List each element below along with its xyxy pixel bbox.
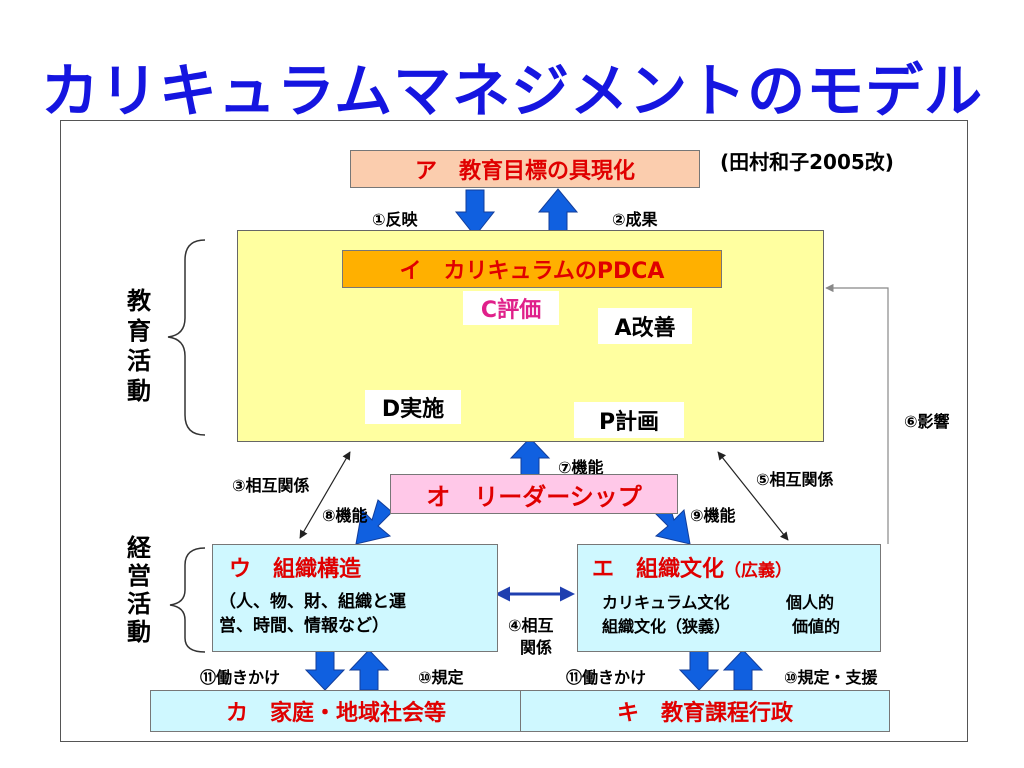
pdca-a: A改善 xyxy=(598,308,692,344)
page-title: カリキュラムマネジメントのモデル xyxy=(40,57,984,125)
box-structure-detail-1: （人、物、財、組織と運 xyxy=(219,592,406,612)
box-culture: エ 組織文化（広義） カリキュラム文化 組織文化（狭義） 個人的 価値的 xyxy=(577,544,881,652)
label-hataraki11a: ⑪働きかけ xyxy=(200,668,281,687)
box-culture-detail-3: 個人的 xyxy=(786,593,835,612)
arrow-6 xyxy=(825,283,889,544)
label-kitei10b: ⑩規定・支援 xyxy=(784,668,878,687)
box-pdca: イ カリキュラムのPDCA xyxy=(342,250,722,288)
arrow-5 xyxy=(717,451,789,541)
box-culture-title: エ 組織文化 xyxy=(592,557,725,582)
box-culture-sub: （広義） xyxy=(724,561,793,581)
box-leadership: オ リーダーシップ xyxy=(390,474,678,514)
box-structure: ウ 組織構造 （人、物、財、組織と運 営、時間、情報など） xyxy=(212,544,498,652)
box-community-label: カ 家庭・地域社会等 xyxy=(225,701,446,726)
label-hataraki11b: ⑪働きかけ xyxy=(566,668,647,687)
box-culture-label: エ 組織文化（広義） xyxy=(592,551,792,583)
label-eikyo: ⑥影響 xyxy=(904,412,950,431)
box-culture-detail-4: 価値的 xyxy=(792,617,841,636)
side-kyoiku: 教 育 活 動 xyxy=(127,287,151,405)
label-sougo3: ③相互関係 xyxy=(232,476,310,495)
label-sougo4-1: ④相互 xyxy=(508,616,554,635)
box-culture-detail-2: 組織文化（狭義） xyxy=(602,617,731,636)
box-community: カ 家庭・地域社会等 xyxy=(150,690,522,732)
pdca-p: P計画 xyxy=(574,402,684,438)
pdca-d: D実施 xyxy=(365,390,461,424)
label-kino7: ⑦機能 xyxy=(558,458,604,477)
box-structure-label: ウ 組織構造 xyxy=(229,557,362,582)
brace-kyoiku xyxy=(167,239,206,436)
label-sougo5: ⑤相互関係 xyxy=(756,470,834,489)
box-administration-label: キ 教育課程行政 xyxy=(616,701,793,726)
pdca-c: C評価 xyxy=(463,291,559,325)
label-hanei: ①反映 xyxy=(372,210,418,229)
brace-keiei xyxy=(169,547,206,653)
box-pdca-label: イ カリキュラムのPDCA xyxy=(399,259,665,284)
label-seika: ②成果 xyxy=(612,210,658,229)
label-kitei10a: ⑩規定 xyxy=(418,668,464,687)
label-kino8: ⑧機能 xyxy=(322,506,368,525)
label-kino9: ⑨機能 xyxy=(690,506,736,525)
box-administration: キ 教育課程行政 xyxy=(520,690,890,732)
citation: (田村和子2005改) xyxy=(720,150,894,174)
label-sougo4-2: 関係 xyxy=(520,638,553,657)
side-keiei: 経 営 活 動 xyxy=(127,534,151,646)
box-culture-detail-1: カリキュラム文化 xyxy=(602,593,730,612)
arrow-3 xyxy=(299,451,351,539)
diagram-frame xyxy=(60,120,968,742)
box-goal-label: ア 教育目標の具現化 xyxy=(414,159,635,184)
box-structure-detail-2: 営、時間、情報など） xyxy=(219,616,389,636)
box-leadership-label: オ リーダーシップ xyxy=(426,482,642,511)
box-goal: ア 教育目標の具現化 xyxy=(350,150,700,188)
